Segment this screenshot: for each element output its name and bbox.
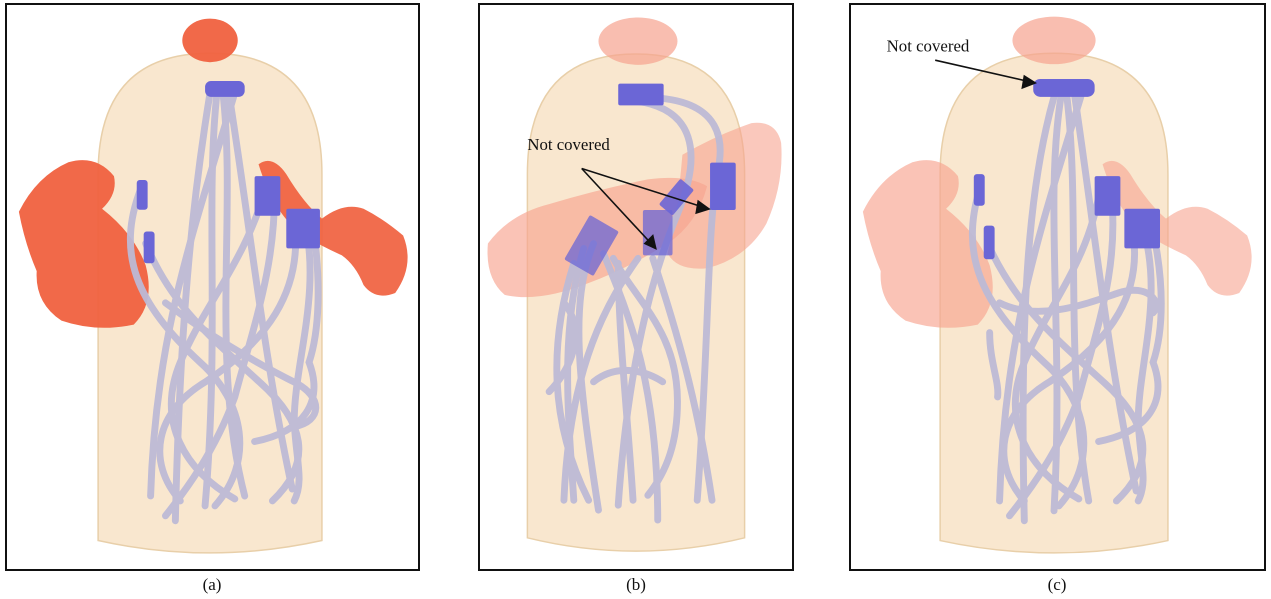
caption-c: (c) [1027, 575, 1087, 595]
caption-a: (a) [182, 575, 242, 595]
annotation-label: Not covered [887, 36, 970, 55]
caption-b: (b) [606, 575, 666, 595]
panel-b: Not covered [478, 3, 794, 571]
panel-c: Not covered [849, 3, 1266, 571]
top-obstacle [598, 17, 677, 64]
panel-a [5, 3, 420, 571]
annotation-label: Not covered [527, 135, 610, 154]
panel-a-illustration [7, 5, 418, 569]
panel-c-illustration: Not covered [851, 5, 1264, 569]
top-obstacle [182, 19, 237, 63]
top-obstacle [1012, 17, 1095, 65]
panel-b-illustration: Not covered [480, 5, 792, 569]
